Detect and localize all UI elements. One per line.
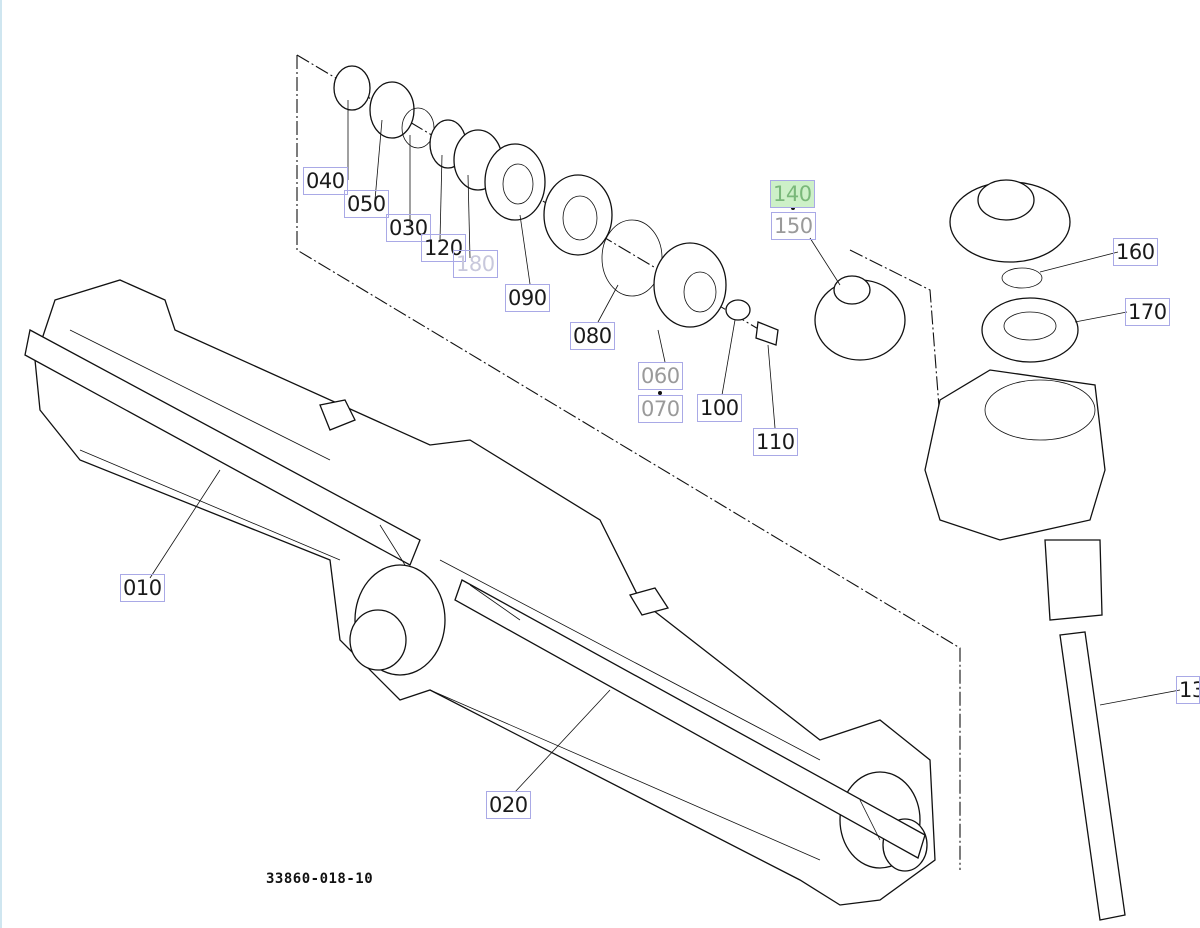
- callout-050[interactable]: 050: [344, 190, 389, 218]
- callout-060[interactable]: 060: [638, 362, 683, 390]
- callout-080[interactable]: 080: [570, 322, 615, 350]
- ring-and-bearing-set: [333, 65, 779, 346]
- left-edge-strip: [0, 0, 2, 928]
- kingpin-case-assembly: [814, 179, 1126, 921]
- callout-100[interactable]: 100: [697, 394, 742, 422]
- shafts: [24, 329, 926, 859]
- callout-160[interactable]: 160: [1113, 238, 1158, 266]
- callout-150[interactable]: 150: [771, 212, 816, 240]
- callout-170[interactable]: 170: [1125, 298, 1170, 326]
- callout-120[interactable]: 120: [421, 234, 466, 262]
- callout-130[interactable]: 13: [1176, 676, 1200, 704]
- callout-040[interactable]: 040: [303, 167, 348, 195]
- callout-090[interactable]: 090: [505, 284, 550, 312]
- callout-020[interactable]: 020: [486, 791, 531, 819]
- callout-070[interactable]: 070: [638, 395, 683, 423]
- callout-010[interactable]: 010: [120, 574, 165, 602]
- callout-140[interactable]: 140: [770, 180, 815, 208]
- drawing-number: 33860-018-10: [266, 871, 374, 887]
- callout-180[interactable]: 180: [453, 250, 498, 278]
- callout-110[interactable]: 110: [753, 428, 798, 456]
- leader-lines: [149, 100, 1181, 793]
